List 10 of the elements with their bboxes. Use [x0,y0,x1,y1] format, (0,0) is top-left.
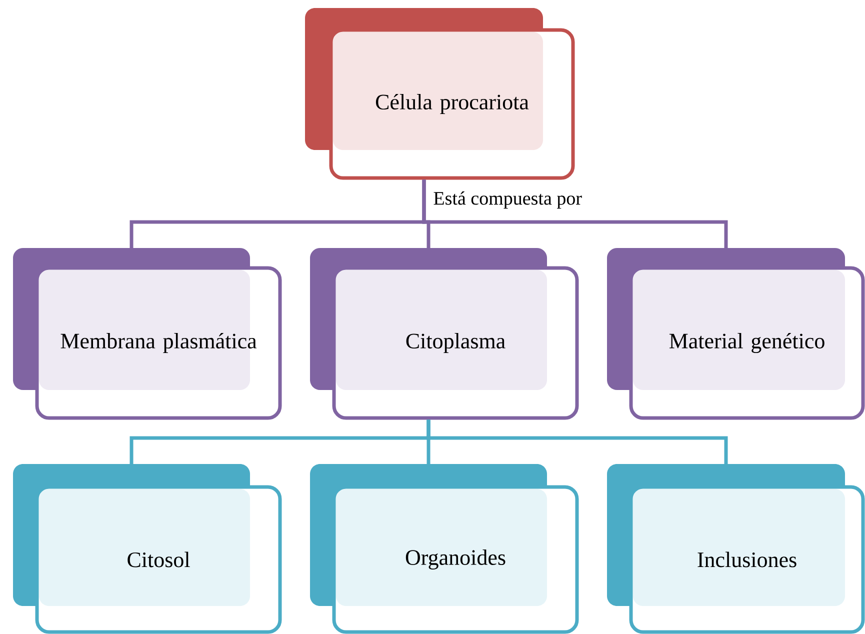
card: Membrana plasmática [13,248,282,420]
card: Organoides [310,464,579,634]
edge-label: Está compuesta por [434,191,582,209]
card: Material genético [607,248,865,420]
card: Citosol [13,464,282,634]
card: Inclusiones [607,464,865,634]
card: Citoplasma [310,248,579,420]
card: Célula procariota [305,8,575,180]
connector [426,420,728,464]
connector [422,180,728,248]
